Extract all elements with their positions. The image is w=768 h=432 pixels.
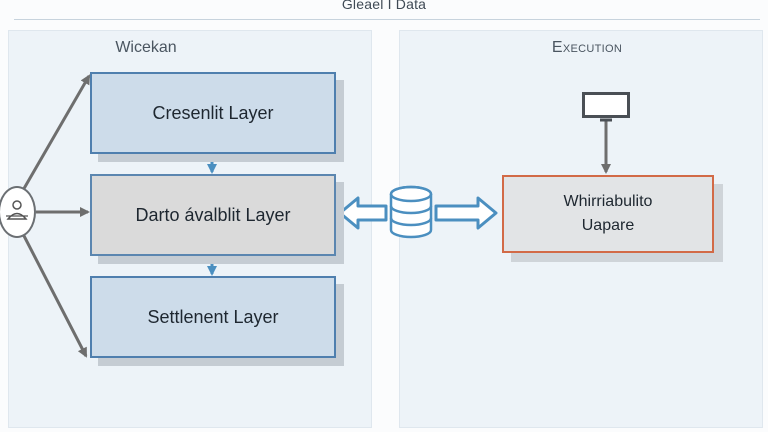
execution-box-line2: Uapare [581,217,635,234]
settlement-layer-box: Settlenent Layer [90,276,336,358]
right-panel-title: Execution [551,39,623,56]
diagram-title: Gleael I Data [341,0,427,12]
user-glyph [6,200,28,220]
left-panel-title: Wicekan [115,39,177,56]
execution-box: Whirriabulito Uapare [502,175,714,253]
monitor-icon [582,92,630,118]
database-icon [389,185,433,239]
title-divider [14,19,760,20]
execution-box-line1: Whirriabulito [563,193,653,210]
presentation-layer-box: Cresenlit Layer [90,72,336,154]
settlement-layer-label: Settlenent Layer [147,306,279,327]
data-availability-layer-label: Darto ávalblit Layer [135,204,291,225]
user-icon [0,186,36,238]
data-availability-layer-box: Darto ávalblit Layer [90,174,336,256]
presentation-layer-label: Cresenlit Layer [152,102,274,123]
